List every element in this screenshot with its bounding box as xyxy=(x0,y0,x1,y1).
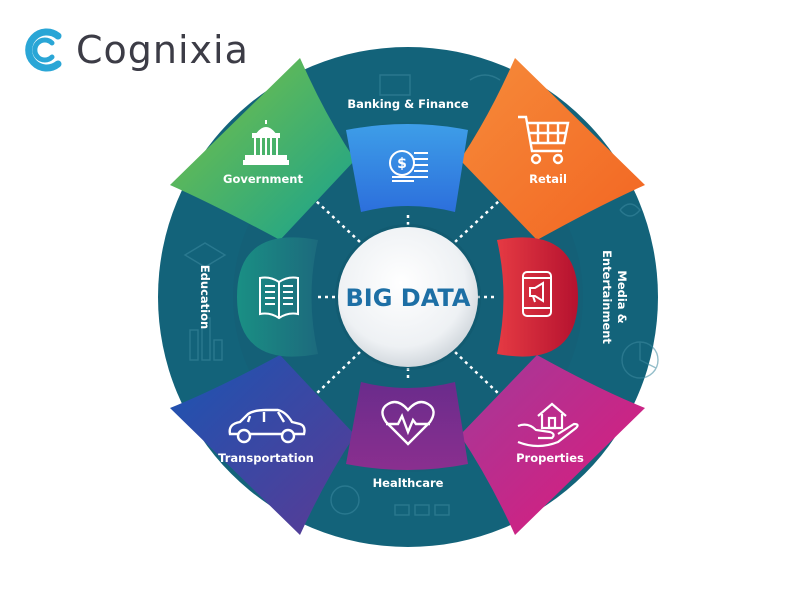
car-icon xyxy=(228,408,306,444)
shopping-cart-icon xyxy=(518,115,570,165)
segment-label-education: Education xyxy=(198,265,212,329)
heart-pulse-icon xyxy=(381,400,435,446)
house-in-hand-icon xyxy=(517,402,579,448)
cognixia-logo-icon xyxy=(25,28,62,72)
segment-banking-finance[interactable]: $ xyxy=(346,124,468,212)
center-title: BIG DATA xyxy=(346,284,471,312)
center-hub: BIG DATA xyxy=(335,224,481,370)
segment-media-entertainment[interactable] xyxy=(497,237,578,357)
coins-icon: $ xyxy=(389,150,428,182)
smartphone-megaphone-icon xyxy=(522,271,552,317)
dotted-connectors xyxy=(314,199,501,396)
svg-text:Education: Education xyxy=(198,265,212,329)
svg-text:$: $ xyxy=(397,156,407,172)
segment-healthcare[interactable] xyxy=(346,382,468,470)
open-book-icon xyxy=(259,276,299,320)
segment-label-healthcare: Healthcare xyxy=(373,476,444,490)
segment-label-properties: Properties xyxy=(516,451,584,465)
segment-label-government: Government xyxy=(223,172,303,186)
background-doodles xyxy=(183,74,659,516)
segment-retail[interactable]: Retail xyxy=(460,58,645,240)
brand-logo: Cognixia xyxy=(18,22,249,78)
segment-education[interactable] xyxy=(237,237,318,357)
segment-label-retail: Retail xyxy=(529,172,567,186)
svg-text:Media &: Media & xyxy=(615,270,629,323)
capitol-building-icon xyxy=(243,120,289,165)
segment-properties[interactable]: Properties xyxy=(460,355,645,535)
segment-transportation[interactable]: Transportation xyxy=(170,355,355,535)
svg-text:Entertainment: Entertainment xyxy=(600,250,614,344)
segment-government[interactable]: Government xyxy=(170,58,355,240)
segment-label-banking-finance: Banking & Finance xyxy=(347,97,469,111)
brand-name: Cognixia xyxy=(76,28,249,72)
segment-label-transportation: Transportation xyxy=(218,451,314,465)
segment-label-media-entertainment: Media & Entertainment xyxy=(600,250,629,344)
